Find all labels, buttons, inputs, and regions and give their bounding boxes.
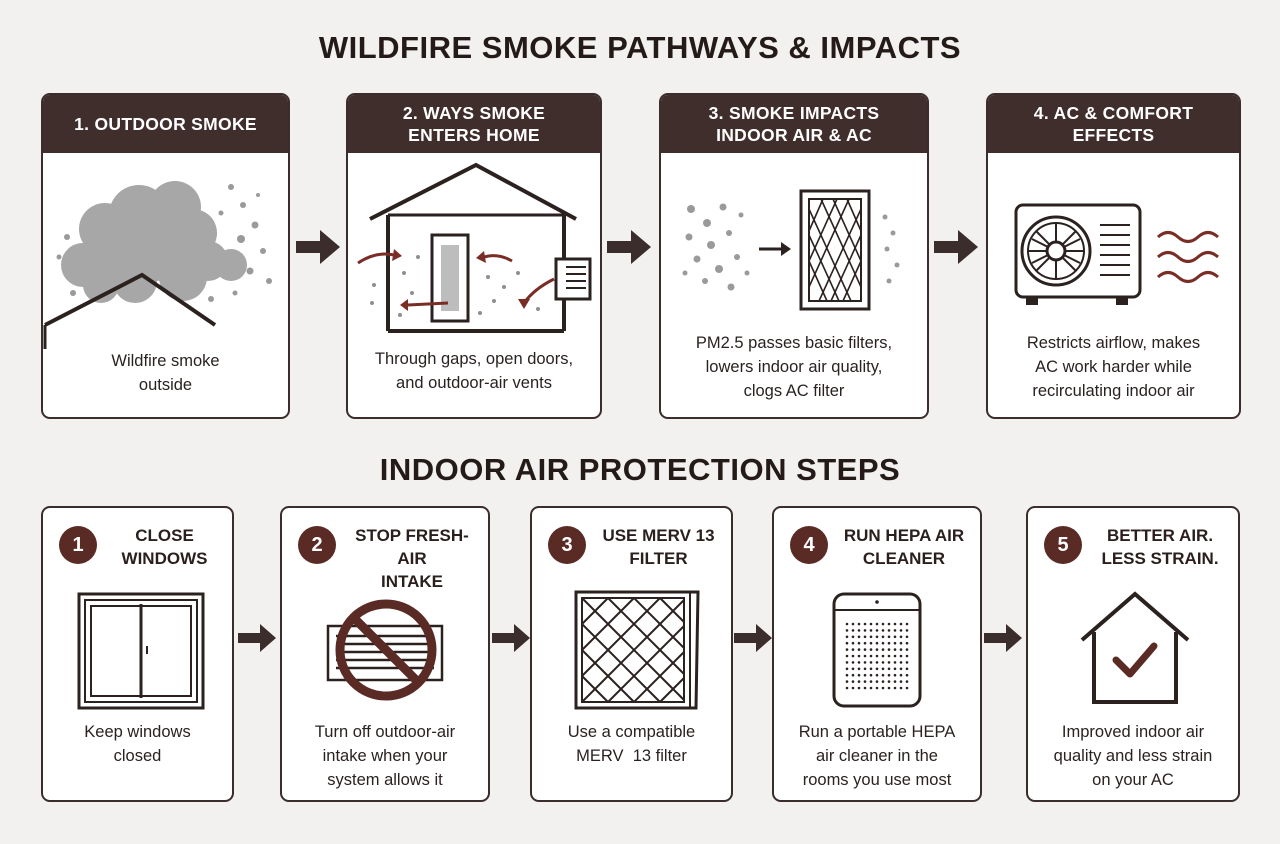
pathway-card-description: PM2.5 passes basic filters,lowers indoor… <box>695 334 893 400</box>
arrow-right-icon <box>934 230 978 264</box>
house-check-icon <box>1080 591 1190 704</box>
section-title: INDOOR AIR PROTECTION STEPS <box>379 452 901 487</box>
arrow-right-icon <box>296 230 340 264</box>
no-vent-icon <box>326 599 444 701</box>
merv-filter-icon <box>574 590 700 710</box>
smoke-cloud-over-roof-icon <box>43 181 272 349</box>
arrow-right-icon <box>492 624 530 652</box>
hepa-air-cleaner-icon <box>832 592 922 708</box>
ac-unit-airflow-icon <box>1014 203 1220 305</box>
arrow-right-icon <box>607 230 651 264</box>
step-number-badge: 1 <box>59 526 97 564</box>
step-number-badge: 4 <box>790 526 828 564</box>
page-title: WILDFIRE SMOKE PATHWAYS & IMPACTS <box>318 30 962 65</box>
pathway-card-description: Through gaps, open doors,and outdoor-air… <box>374 350 574 392</box>
arrow-right-icon <box>984 624 1022 652</box>
step-number-badge: 5 <box>1044 526 1082 564</box>
particles-to-filter-icon <box>682 189 900 311</box>
arrow-right-icon <box>238 624 276 652</box>
step-heading: BETTER AIR.LESS STRAIN. <box>1101 526 1219 568</box>
step-number-badge: 2 <box>298 526 336 564</box>
arrow-right-icon <box>734 624 772 652</box>
step-number-badge: 3 <box>548 526 586 564</box>
pathway-card-heading: 1. OUTDOOR SMOKE <box>43 95 288 153</box>
window-icon <box>77 592 205 710</box>
house-leaks-icon <box>357 162 592 333</box>
step-card-better-air: 5 BETTER AIR.LESS STRAIN. Improved indoo… <box>1026 506 1240 802</box>
